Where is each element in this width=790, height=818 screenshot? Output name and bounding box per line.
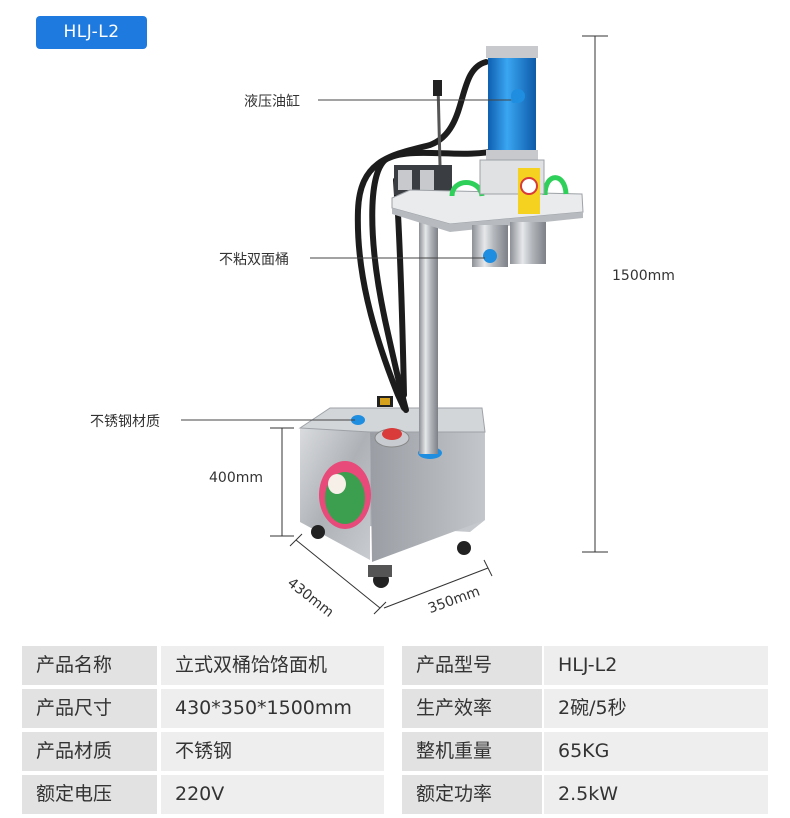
support-column: [419, 208, 438, 454]
spec-value: HLJ-L2: [544, 646, 768, 685]
spec-label: 产品名称: [22, 646, 157, 685]
spec-value: 2碗/5秒: [544, 689, 768, 728]
height-dimension: 1500mm: [612, 268, 675, 284]
spec-label: 额定功率: [402, 775, 542, 814]
spec-label: 产品材质: [22, 732, 157, 771]
callout-hydraulic-cylinder: 液压油缸: [244, 94, 300, 110]
spec-label: 额定电压: [22, 775, 157, 814]
product-illustration: [181, 35, 608, 615]
spec-row: 额定电压 220V 额定功率 2.5kW: [22, 775, 768, 814]
spec-value: 不锈钢: [161, 732, 384, 771]
spec-label: 产品型号: [402, 646, 542, 685]
hydraulic-cylinder: [479, 46, 545, 214]
spec-row: 产品尺寸 430*350*1500mm 生产效率 2碗/5秒: [22, 689, 768, 728]
spec-label: 整机重量: [402, 732, 542, 771]
spec-label: 产品尺寸: [22, 689, 157, 728]
base-height-dimension: 400mm: [209, 470, 263, 486]
twin-buckets: [472, 222, 546, 267]
spec-value: 2.5kW: [544, 775, 768, 814]
spec-value: 220V: [161, 775, 384, 814]
model-badge: HLJ-L2: [36, 16, 147, 49]
spec-value: 430*350*1500mm: [161, 689, 384, 728]
callout-nonstick-buckets: 不粘双面桶: [219, 252, 289, 268]
base-cabinet: [298, 396, 486, 588]
spec-row: 产品名称 立式双桶饸饹面机 产品型号 HLJ-L2: [22, 646, 768, 685]
spec-row: 产品材质 不锈钢 整机重量 65KG: [22, 732, 768, 771]
spec-value: 65KG: [544, 732, 768, 771]
callout-stainless-material: 不锈钢材质: [90, 414, 160, 430]
spec-value: 立式双桶饸饹面机: [161, 646, 384, 685]
spec-label: 生产效率: [402, 689, 542, 728]
